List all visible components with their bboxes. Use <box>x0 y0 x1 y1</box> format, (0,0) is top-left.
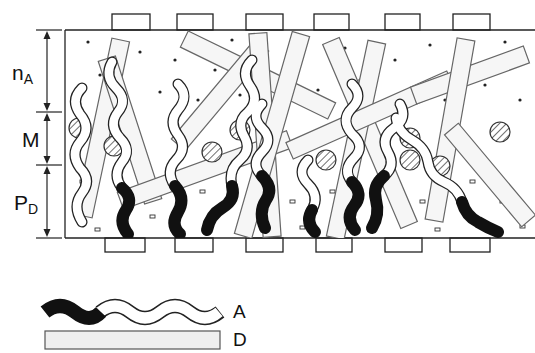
chain-segment <box>170 84 184 186</box>
dimension-line <box>46 34 47 108</box>
top-electrodes <box>112 14 490 30</box>
chain-segment <box>396 118 462 202</box>
rods <box>74 31 535 238</box>
dot <box>158 90 161 93</box>
chain-black-end <box>122 188 129 234</box>
chain-black-end <box>207 186 233 230</box>
electrode <box>175 238 213 252</box>
small-square <box>290 200 295 203</box>
chain-segment <box>231 60 255 186</box>
boundary-line <box>64 30 65 238</box>
tick-line <box>36 111 62 112</box>
cell-boundary <box>65 30 535 238</box>
chain-segment <box>346 84 360 182</box>
chain-outline <box>346 84 360 182</box>
dot <box>316 88 319 91</box>
dot <box>86 40 89 43</box>
arrowheads <box>44 31 51 237</box>
electrode <box>112 14 150 30</box>
chain-heads <box>122 176 498 234</box>
dot <box>98 73 101 76</box>
hatched-circle <box>316 150 336 170</box>
hatched-circle <box>490 122 510 142</box>
legend-sample-a <box>45 306 220 318</box>
electrode <box>177 14 213 30</box>
dimension-label: PD <box>14 192 38 216</box>
electrode <box>246 14 283 30</box>
small-square <box>470 180 475 183</box>
rod <box>445 123 535 226</box>
hatched-circle <box>400 150 420 170</box>
dot <box>213 68 216 71</box>
chain-outline <box>170 84 184 186</box>
boundary-line <box>65 29 535 30</box>
dimension-line <box>46 116 47 161</box>
tick-line <box>36 29 62 30</box>
chain-black-end <box>309 210 315 232</box>
dimension-label: nA <box>12 62 33 86</box>
chain-outline <box>302 160 315 210</box>
chain-segment <box>109 62 127 188</box>
dot <box>393 58 396 61</box>
chain-outline <box>396 118 462 202</box>
dot <box>483 83 486 86</box>
legend-chain-outline <box>100 306 220 318</box>
small-square <box>420 200 425 203</box>
small-square <box>95 228 100 231</box>
chain-outline <box>256 104 268 176</box>
cell-contents <box>69 31 535 238</box>
electrode <box>316 238 352 252</box>
small-square <box>200 190 205 193</box>
dimension-markers <box>36 30 62 238</box>
chain-segment <box>302 160 315 210</box>
dot <box>138 50 141 53</box>
chain-black-end <box>350 182 359 230</box>
tick-line <box>36 164 62 165</box>
electrode <box>314 14 349 30</box>
legend-chain-segment <box>100 306 219 318</box>
chain-black-end <box>372 176 384 228</box>
chain-black-end <box>174 186 181 234</box>
electrode <box>385 14 420 30</box>
particles <box>69 118 510 176</box>
dot <box>518 98 521 101</box>
boundary-line <box>65 237 535 238</box>
legend-chain-black-end <box>45 306 101 318</box>
dot <box>173 58 176 61</box>
electrode <box>105 238 145 252</box>
bottom-electrodes <box>105 238 490 252</box>
electrode <box>385 238 422 252</box>
chain-outline <box>75 88 87 222</box>
electrode <box>450 238 490 252</box>
legend-label: A <box>233 302 246 321</box>
small-square <box>150 215 155 218</box>
chain-segment <box>75 88 87 222</box>
chain-black-end <box>462 202 498 232</box>
chain-black-end <box>262 176 269 228</box>
legend-sample-d <box>45 331 220 349</box>
hatched-circle <box>202 142 222 162</box>
chain-segment <box>256 104 268 176</box>
legend-label: D <box>233 330 247 349</box>
dimension-line <box>46 169 47 234</box>
electrode <box>453 14 490 30</box>
dimension-label: M <box>22 129 40 150</box>
small-square <box>330 190 335 193</box>
dot <box>428 43 431 46</box>
tick-line <box>36 237 62 238</box>
dot <box>503 40 506 43</box>
small-square <box>435 228 440 231</box>
dot <box>238 93 241 96</box>
dot <box>196 98 199 101</box>
dot <box>230 38 233 41</box>
electrode <box>246 238 283 252</box>
chain-outline <box>109 62 127 188</box>
chains <box>75 60 498 234</box>
